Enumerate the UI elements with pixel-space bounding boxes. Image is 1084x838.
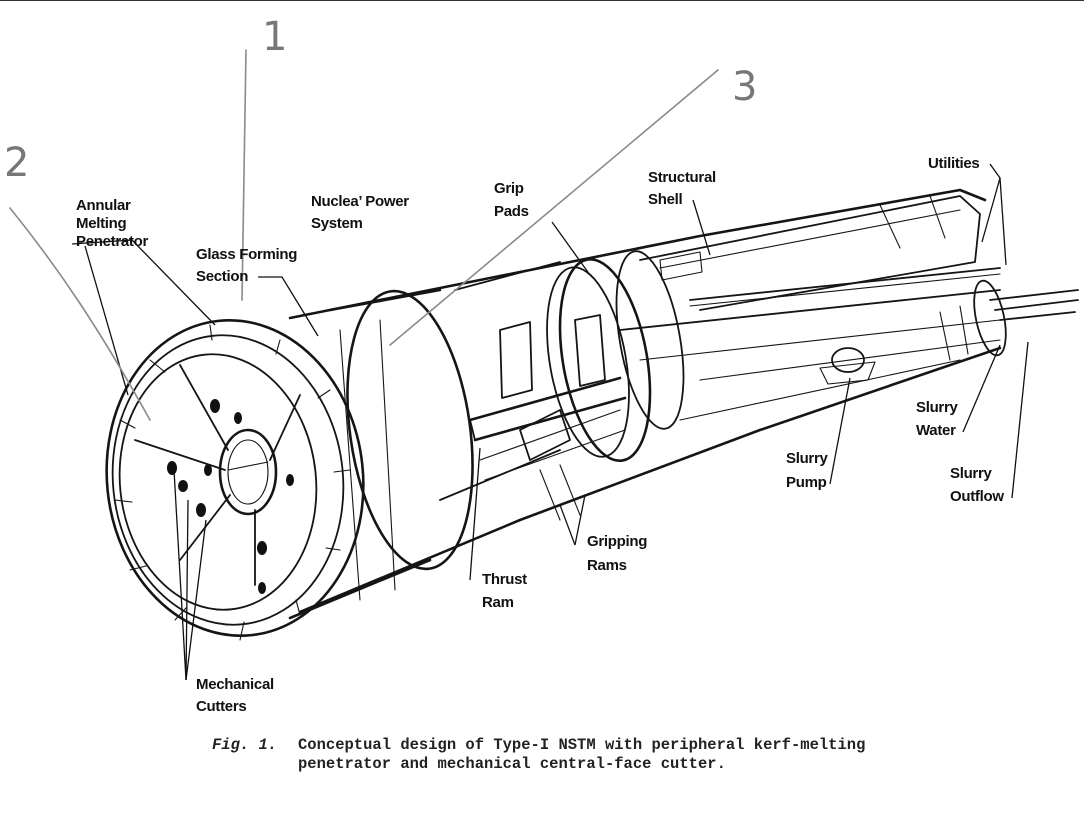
label-annular-2: Melting: [76, 215, 127, 232]
pencil-line-3: [389, 69, 719, 346]
caption-fig-label: Fig. 1.: [212, 736, 278, 754]
top-border-line: [0, 0, 1084, 1]
caption-line-1: Conceptual design of Type-I NSTM with pe…: [298, 736, 866, 754]
leader-lines: [71, 163, 1029, 681]
label-slurry-water-1: Slurry: [916, 399, 959, 416]
label-mechanical-2: Cutters: [196, 698, 246, 715]
pencil-line-2: [9, 207, 151, 421]
label-utilities: Utilities: [928, 155, 979, 172]
pencil-line-1: [241, 49, 247, 301]
grip-section: [439, 250, 703, 521]
label-structural-1: Structural: [648, 169, 716, 186]
handwritten-3: 3: [732, 64, 757, 110]
label-grip-pads-1: Grip: [494, 180, 524, 197]
label-glass-2: Section: [196, 268, 248, 285]
label-slurry-pump-2: Pump: [786, 474, 827, 491]
label-mechanical-1: Mechanical: [196, 676, 274, 693]
label-slurry-outflow-1: Slurry: [950, 465, 993, 482]
label-glass-1: Glass Forming: [196, 246, 297, 263]
label-structural-2: Shell: [648, 191, 682, 208]
label-slurry-outflow-2: Outflow: [950, 488, 1004, 505]
label-nuclear-1: Nuclea’ Power: [311, 193, 409, 210]
label-thrust-ram-2: Ram: [482, 594, 514, 611]
pencil-annotations: 1 2 3: [4, 14, 757, 421]
label-slurry-pump-1: Slurry: [786, 450, 829, 467]
labels: Annular Melting Penetrator Glass Forming…: [76, 155, 1005, 715]
penetrator-face: [105, 318, 365, 641]
label-nuclear-2: System: [311, 215, 363, 232]
caption-line-2: penetrator and mechanical central-face c…: [298, 755, 726, 773]
tunneler-body: [288, 188, 1079, 614]
label-gripping-rams-2: Rams: [587, 557, 627, 574]
label-gripping-rams-1: Gripping: [587, 533, 647, 550]
figure-caption: Fig. 1. Conceptual design of Type-I NSTM …: [212, 736, 912, 774]
label-annular-1: Annular: [76, 197, 131, 214]
label-slurry-water-2: Water: [916, 422, 956, 439]
glass-forming-section: [288, 288, 474, 620]
handwritten-2: 2: [4, 140, 29, 186]
handwritten-1: 1: [262, 14, 287, 60]
label-annular-3: Penetrator: [76, 233, 148, 250]
label-grip-pads-2: Pads: [494, 203, 529, 220]
label-thrust-ram-1: Thrust: [482, 571, 527, 588]
